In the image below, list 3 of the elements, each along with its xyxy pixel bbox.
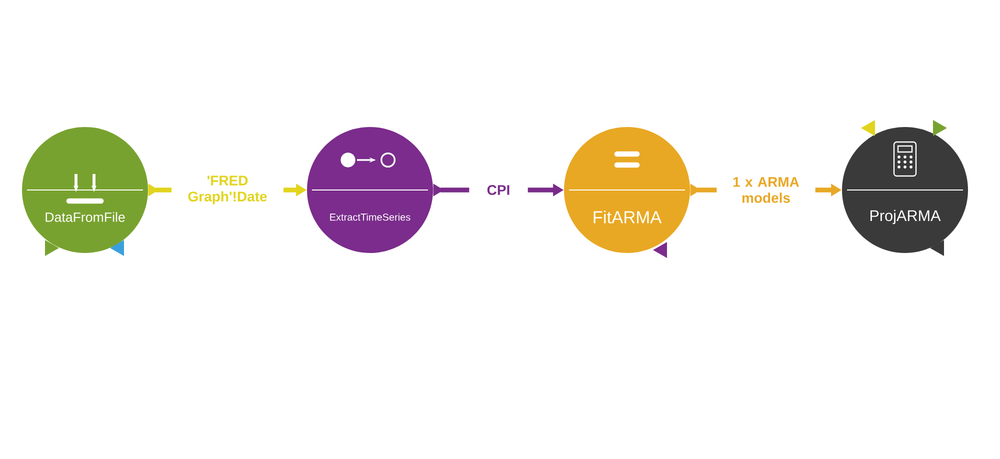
edge-label: 1 x ARMA models: [716, 174, 816, 206]
edge-label: CPI: [469, 182, 528, 198]
edge-label: 'FRED Graph'!Date: [172, 173, 284, 207]
